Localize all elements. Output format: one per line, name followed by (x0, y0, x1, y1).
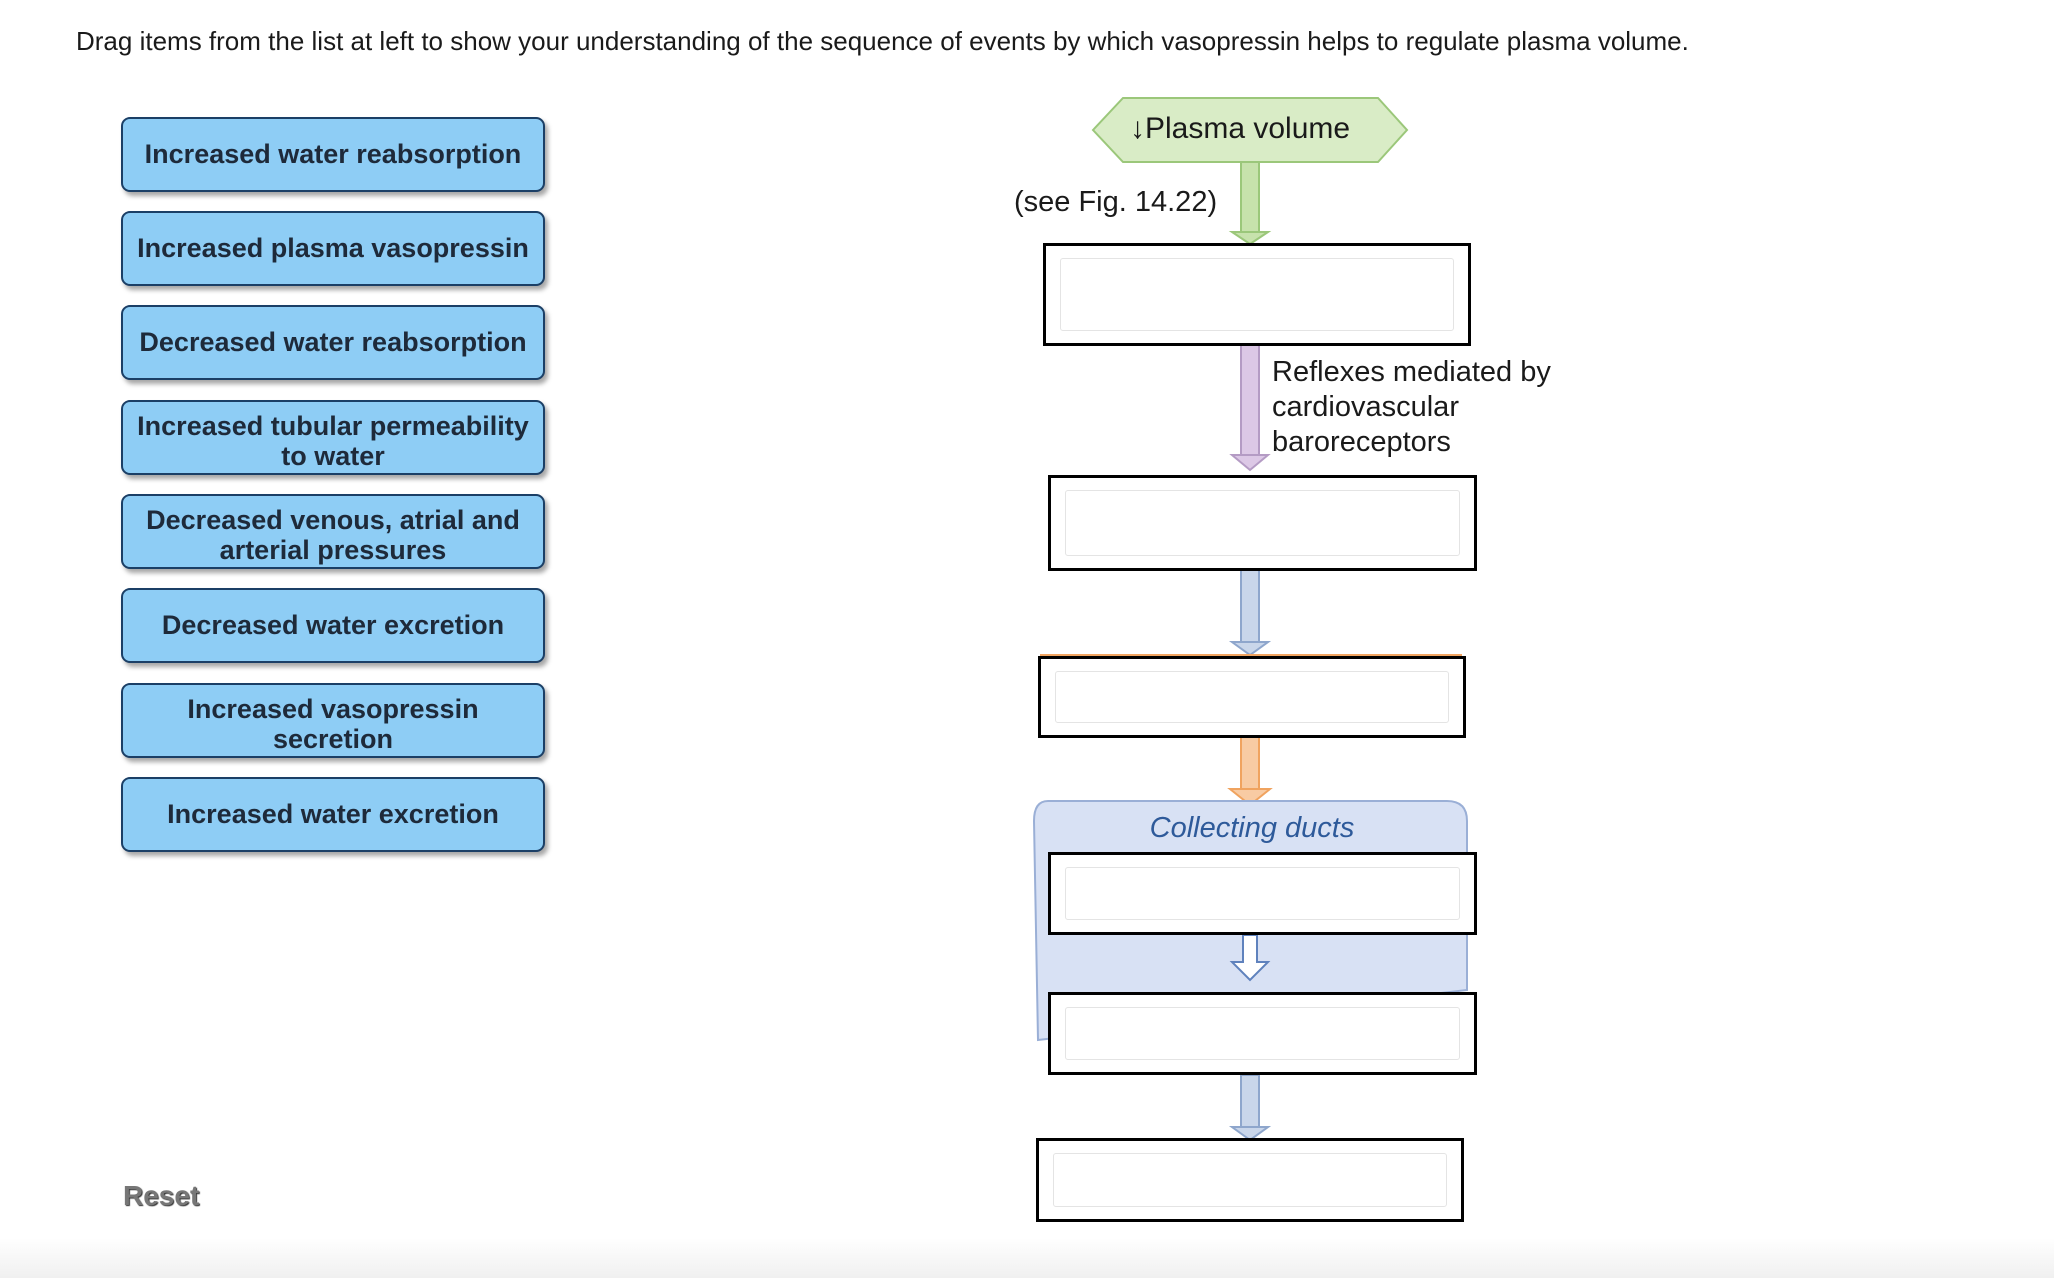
drop-target-inner (1060, 258, 1454, 331)
arrow-green (1228, 161, 1272, 246)
drag-item-decreased-pressures[interactable]: Decreased venous, atrial and arterial pr… (121, 494, 545, 569)
drag-item-increased-vasopressin-secretion[interactable]: Increased vasopressin secretion (121, 683, 545, 758)
arrow-blue-1 (1228, 569, 1272, 657)
start-label: ↓Plasma volume (1130, 112, 1351, 145)
arrow-orange (1227, 736, 1273, 807)
drag-item-decreased-water-reabsorption[interactable]: Decreased water reabsorption (121, 305, 545, 380)
drop-target-6[interactable] (1036, 1138, 1464, 1222)
drop-target-inner (1053, 1153, 1447, 1207)
drop-target-5[interactable] (1048, 992, 1477, 1075)
start-hexagon (1091, 97, 1409, 163)
drop-target-1[interactable] (1043, 243, 1471, 346)
collecting-ducts-label: Collecting ducts (1149, 812, 1355, 844)
drop-target-2[interactable] (1048, 475, 1477, 571)
drop-target-inner (1065, 1007, 1460, 1060)
drag-item-increased-tubular-permeability[interactable]: Increased tubular permeability to water (121, 400, 545, 475)
drop-target-inner (1065, 867, 1460, 920)
arrow-blue-hollow (1229, 934, 1271, 982)
see-figure-label: (see Fig. 14.22) (1014, 186, 1218, 218)
drop-target-3[interactable] (1038, 656, 1466, 738)
drop-target-inner (1055, 671, 1449, 723)
arrow-blue-2 (1228, 1074, 1272, 1142)
bottom-bar (0, 1238, 2054, 1278)
drag-item-increased-water-excretion[interactable]: Increased water excretion (121, 777, 545, 852)
drop-target-4[interactable] (1048, 852, 1477, 935)
drag-item-increased-plasma-vasopressin[interactable]: Increased plasma vasopressin (121, 211, 545, 286)
drag-item-decreased-water-excretion[interactable]: Decreased water excretion (121, 588, 545, 663)
drop-target-inner (1065, 490, 1460, 556)
drag-item-increased-water-reabsorption[interactable]: Increased water reabsorption (121, 117, 545, 192)
reflex-label: Reflexes mediated by cardiovascular baro… (1272, 356, 1551, 458)
reset-button[interactable]: Reset (123, 1180, 200, 1211)
instruction-text: Drag items from the list at left to show… (76, 26, 1689, 56)
arrow-purple (1229, 344, 1271, 472)
